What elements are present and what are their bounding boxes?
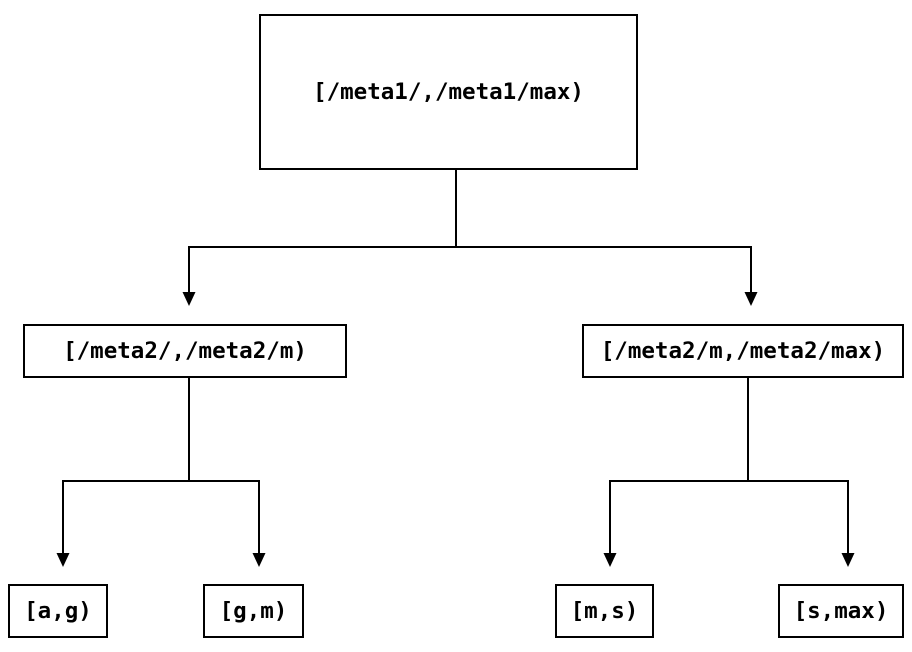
arrowhead-icon <box>252 553 266 567</box>
arrowhead-icon <box>56 553 70 567</box>
arrowhead-icon <box>744 292 758 306</box>
node-leaf-smax: [s,max) <box>778 584 904 638</box>
node-leaf-gm: [g,m) <box>203 584 304 638</box>
arrowhead-icon <box>841 553 855 567</box>
node-leaf-ag: [a,g) <box>8 584 108 638</box>
node-left-child-interval: [/meta2/,/meta2/m) <box>23 324 347 378</box>
arrowhead-icon <box>182 292 196 306</box>
arrowhead-icon <box>603 553 617 567</box>
node-right-child-interval: [/meta2/m,/meta2/max) <box>582 324 904 378</box>
node-root-interval: [/meta1/,/meta1/max) <box>259 14 638 170</box>
node-leaf-ms: [m,s) <box>555 584 654 638</box>
